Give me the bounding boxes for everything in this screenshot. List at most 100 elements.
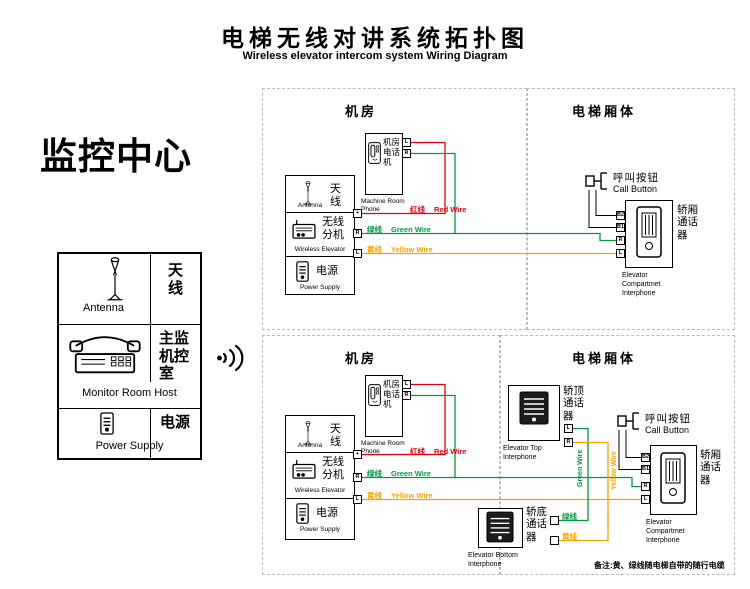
- page-title-en: Wireless elevator intercom system Wiring…: [242, 50, 508, 62]
- compartment-interphone-label-en: Elevator Compartmet Interphone: [622, 272, 661, 298]
- antenna-icon: [106, 257, 124, 301]
- station-divider: [286, 212, 354, 213]
- wireless-unit-icon: [292, 459, 316, 479]
- phone-terminal-r: R: [402, 149, 411, 158]
- call-button-icon: [617, 412, 640, 430]
- interphone-terminal-r: R: [641, 482, 650, 491]
- phone-terminal-r: R: [402, 391, 411, 400]
- interphone-terminal-b1: B1: [641, 465, 650, 474]
- wire-label-red-en: Red Wire: [434, 447, 467, 456]
- compartment-interphone-label-zh: 轿厢通话器: [677, 204, 698, 241]
- station-antenna-label-en: Antenna: [297, 202, 323, 209]
- note-text: 备注:黄、绿线随电梯自带的随行电缆: [594, 561, 725, 570]
- monitor-row2-divider: [150, 324, 151, 382]
- station-terminal-r: R: [353, 473, 362, 482]
- wall-phone-icon: [368, 142, 381, 164]
- wire-label-green-zh: 绿线: [367, 225, 382, 234]
- power-supply-icon: [100, 412, 114, 435]
- wire-label-red-zh: 红线: [410, 205, 425, 214]
- wireless-signal-icon: [216, 344, 244, 372]
- bottom-interphone-terminal-green: [550, 516, 559, 525]
- monitor-antenna-label-zh: 天线: [168, 262, 184, 297]
- wire-label-red-en: Red Wire: [434, 205, 467, 214]
- monitor-host-label-zh: 主监机控室: [159, 330, 190, 383]
- station-power-label-en: Power Supply: [299, 284, 341, 291]
- wall-phone-icon: [368, 384, 381, 406]
- machine-room-phone-label-zh: 机房电话机: [383, 137, 401, 168]
- wire-label-green-top: 绿线 Green Wire: [367, 224, 431, 235]
- wire-label-yellow-vertical: Yellow Wire: [611, 451, 618, 490]
- station-terminal-l: L: [353, 495, 362, 504]
- call-button-label-en: Call Button: [645, 425, 690, 435]
- compartment-interphone-label-en: Elevator Compartmet Interphone: [646, 519, 685, 545]
- bottom-interphone-terminal-yellow: [550, 536, 559, 545]
- monitor-row1-divider: [150, 252, 151, 324]
- interphone-terminal-l: L: [641, 495, 650, 504]
- elevator-body-zone-top: [527, 88, 735, 330]
- top-interphone-terminal-r: R: [564, 438, 573, 447]
- machine-room-label-top: 机房: [345, 104, 378, 119]
- power-supply-icon: [296, 261, 309, 282]
- wire-label-green-en: Green Wire: [391, 469, 431, 478]
- phone-terminal-l: L: [402, 380, 411, 389]
- interphone-terminal-b2: B2: [616, 211, 625, 220]
- monitor-power-label-zh: 电源: [160, 414, 191, 431]
- station-power-label-en: Power Supply: [299, 526, 341, 533]
- monitor-host-label-en: Monitor Room Host: [82, 387, 177, 399]
- station-divider: [286, 452, 354, 453]
- wireless-unit-label-zh: 无线分机: [322, 456, 344, 481]
- elevator-body-zone-bottom: [500, 335, 735, 575]
- station-antenna-label-zh: 天线: [330, 423, 341, 448]
- machine-room-label-bottom: 机房: [345, 351, 378, 366]
- interphone-terminal-r: R: [616, 236, 625, 245]
- station-antenna-label-zh: 天线: [330, 183, 341, 208]
- station-terminal-plus: +: [353, 450, 362, 459]
- wire-label-green-vertical: Green Wire: [577, 449, 584, 487]
- wire-label-yellow-en: Yellow Wire: [391, 491, 433, 500]
- station-divider: [286, 498, 354, 499]
- station-divider: [286, 256, 354, 257]
- phone-terminal-l: L: [402, 138, 411, 147]
- wire-label-yellow-zh: 黄线: [367, 491, 382, 500]
- wire-label-green-zh: 绿线: [367, 469, 382, 478]
- interphone-terminal-l: L: [616, 249, 625, 258]
- machine-room-phone-label-en: Machine Room Phone: [361, 440, 405, 456]
- call-button-label-zh: 呼叫按钮: [645, 413, 691, 425]
- interphone-icon: [636, 206, 662, 258]
- monitor-power-label-en: Power Supply: [95, 440, 164, 452]
- speaker-icon: [519, 391, 549, 425]
- machine-room-zone-top: [262, 88, 527, 330]
- wire-label-yellow-bottom: 黄线 Yellow Wire: [367, 490, 433, 501]
- interphone-terminal-b1: B1: [616, 223, 625, 232]
- machine-room-zone-bottom: [262, 335, 500, 575]
- machine-room-phone-label-zh: 机房电话机: [383, 379, 401, 410]
- wire-label-red-top: 红线 Red Wire: [410, 204, 466, 215]
- wire-label-green-short: 绿线: [562, 512, 577, 521]
- station-power-label-zh: 电源: [316, 507, 338, 519]
- top-interphone-label-zh: 轿顶通话器: [563, 385, 584, 422]
- machine-room-phone-label-en: Machine Room Phone: [361, 198, 405, 214]
- wire-label-green-en: Green Wire: [391, 225, 431, 234]
- bottom-interphone-label-en: Elevator Bottom Interphone: [468, 552, 518, 569]
- station-terminal-l: L: [353, 249, 362, 258]
- station-terminal-plus: +: [353, 209, 362, 218]
- station-power-label-zh: 电源: [316, 265, 338, 277]
- desk-phone-icon: [69, 336, 141, 374]
- elevator-body-label-bottom: 电梯厢体: [572, 351, 637, 366]
- wire-label-yellow-en: Yellow Wire: [391, 245, 433, 254]
- wire-label-green-bottom: 绿线 Green Wire: [367, 468, 431, 479]
- compartment-interphone-label-zh: 轿厢通话器: [700, 449, 721, 486]
- wireless-unit-label-en: Wireless Elevator: [294, 246, 346, 253]
- speaker-icon: [486, 511, 514, 543]
- monitor-row3-divider: [150, 408, 151, 460]
- monitor-divider-2: [57, 408, 202, 409]
- call-button-icon: [585, 172, 608, 190]
- wireless-unit-label-zh: 无线分机: [322, 216, 344, 241]
- top-interphone-terminal-l: L: [564, 424, 573, 433]
- monitor-antenna-label-en: Antenna: [83, 302, 124, 314]
- monitor-center-heading: 监控中心: [40, 136, 192, 177]
- elevator-body-label-top: 电梯厢体: [572, 104, 637, 119]
- interphone-terminal-b2: B2: [641, 453, 650, 462]
